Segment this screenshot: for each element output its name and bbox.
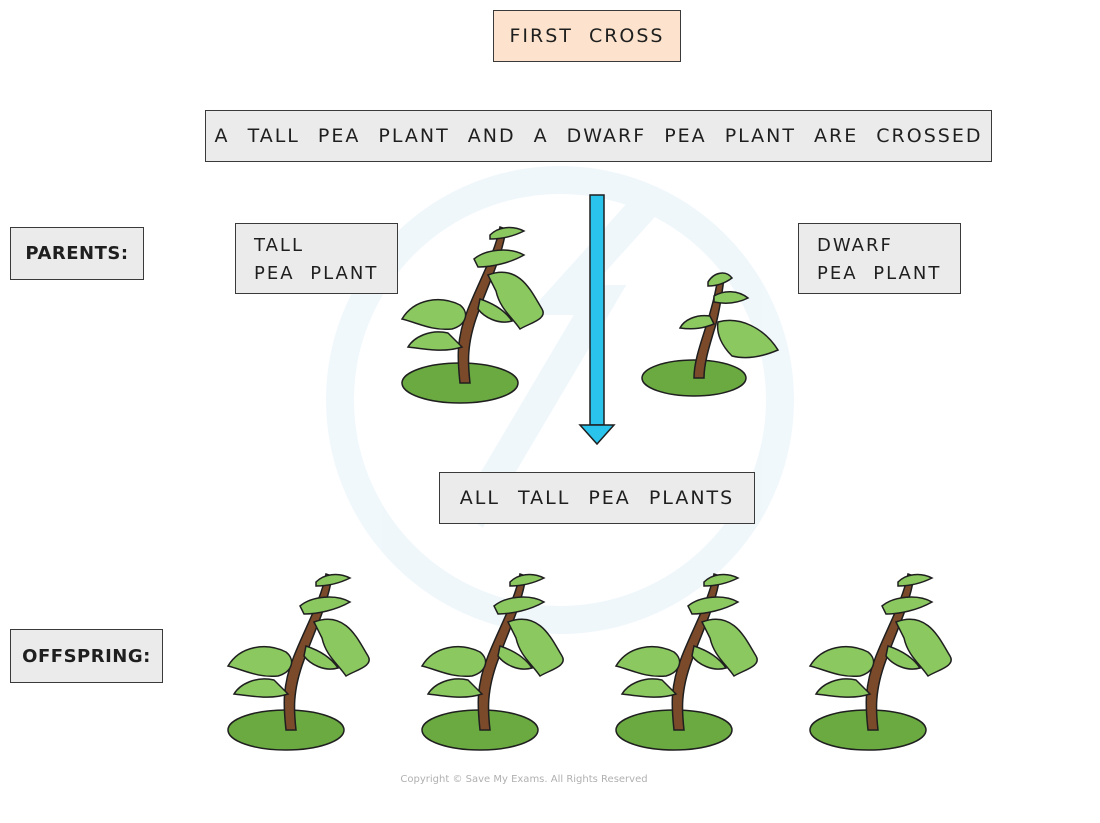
offspring-tall-plant-icon-4: [809, 573, 952, 751]
result-text: ALL TALL PEA PLANTS: [459, 487, 735, 509]
statement-box: A TALL PEA PLANT AND A DWARF PEA PLANT A…: [205, 110, 992, 162]
tall-parent-label-box: TALL PEA PLANT: [235, 223, 398, 294]
tall-pea-plant-icon: [401, 226, 544, 404]
dwarf-parent-label-box: DWARF PEA PLANT: [798, 223, 961, 294]
statement-text: A TALL PEA PLANT AND A DWARF PEA PLANT A…: [214, 125, 983, 147]
title-box: FIRST CROSS: [493, 10, 681, 62]
tall-parent-line-2: PEA PLANT: [254, 263, 379, 284]
watermark-logo: [326, 166, 794, 634]
copyright-notice: Copyright © Save My Exams. All Rights Re…: [400, 774, 648, 785]
offspring-label-text: OFFSPRING:: [22, 645, 151, 667]
parents-label-text: PARENTS:: [25, 243, 129, 264]
offspring-label: OFFSPRING:: [10, 629, 163, 683]
dwarf-parent-line-1: DWARF: [817, 235, 893, 256]
tall-parent-line-1: TALL: [254, 235, 304, 256]
result-box: ALL TALL PEA PLANTS: [439, 472, 755, 524]
parents-label: PARENTS:: [10, 227, 144, 280]
down-arrow-icon: [578, 194, 616, 446]
offspring-tall-plant-icon-1: [227, 573, 370, 751]
dwarf-parent-line-2: PEA PLANT: [817, 263, 942, 284]
title-text: FIRST CROSS: [509, 25, 665, 47]
